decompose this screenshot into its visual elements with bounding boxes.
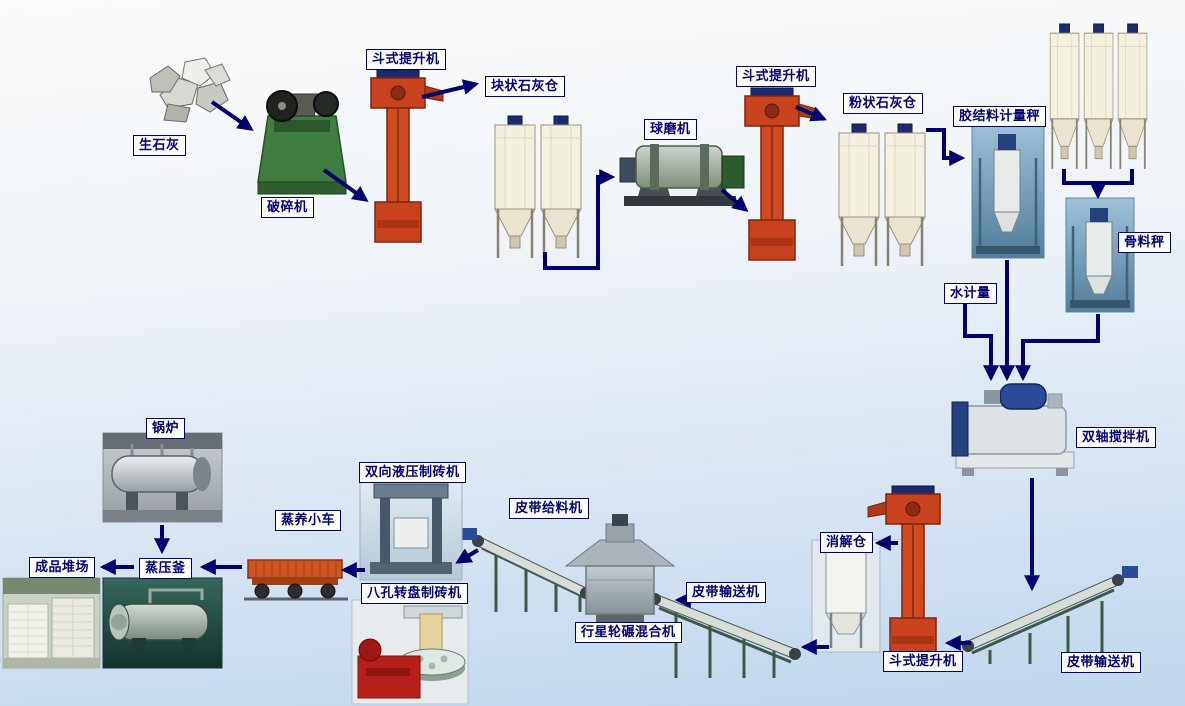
label-quicklime: 生石灰 — [133, 135, 186, 156]
label-double-shaft-mixer: 双轴搅拌机 — [1076, 427, 1156, 448]
digestion-silo-photo — [811, 539, 881, 653]
label-product-yard: 成品堆场 — [29, 557, 96, 578]
label-block-lime-silo: 块状石灰仓 — [485, 76, 565, 97]
arrow-water-to-mixer — [963, 303, 999, 382]
label-autoclave: 蒸压釜 — [139, 558, 192, 579]
label-belt-feeder: 皮带给料机 — [509, 498, 589, 519]
aggregate-silos — [1048, 22, 1149, 171]
aggregate-scale-photo — [1065, 197, 1135, 313]
label-aggregate-scale: 骨料秤 — [1118, 232, 1171, 253]
belt-conveyor-right-photo — [962, 566, 1138, 664]
binder-metering-scale-photo — [971, 121, 1045, 259]
double-shaft-mixer — [951, 383, 1075, 476]
autoclave-photo — [102, 577, 223, 669]
arrow-aggregate-scale-to-mixer — [1015, 314, 1100, 382]
jaw-crusher — [257, 90, 347, 195]
powder-lime-silos — [837, 122, 927, 268]
belt-feeder-photo — [461, 528, 592, 612]
quicklime-rocks — [149, 57, 231, 123]
product-yard-photo — [2, 577, 101, 669]
label-powder-lime-silo: 粉状石灰仓 — [843, 93, 923, 114]
planetary-mixer-photo — [564, 514, 676, 626]
label-ball-mill: 球磨机 — [644, 119, 697, 140]
rotary-brick-machine-photo — [351, 599, 469, 705]
curing-trolley-photo — [244, 559, 348, 601]
boiler-photo — [102, 432, 223, 523]
label-hydraulic-brick-machine: 双向液压制砖机 — [359, 462, 466, 483]
label-curing-trolley: 蒸养小车 — [275, 510, 342, 531]
label-bucket-elevator-1: 斗式提升机 — [366, 49, 446, 70]
label-digestion-silo: 消解仓 — [820, 532, 873, 553]
label-belt-conveyor-mid: 皮带输送机 — [686, 582, 766, 603]
arrow-block-silo-to-ballmill — [543, 169, 616, 270]
arrow-feeder-to-brick-machines — [455, 548, 480, 564]
arrow-elevator2-to-powder-silo — [795, 105, 827, 122]
arrow-quicklime-to-crusher — [210, 100, 254, 131]
label-crusher: 破碎机 — [261, 197, 314, 218]
label-binder-metering-scale: 胶结料计量秤 — [953, 106, 1047, 127]
arrow-powder-silo-to-binder-scale — [926, 128, 966, 166]
arrow-crusher-to-elevator1 — [322, 168, 369, 202]
label-boiler: 锅炉 — [146, 418, 186, 439]
bucket-elevator-2 — [744, 87, 818, 261]
connector-aggregate-silos — [1062, 169, 1134, 185]
block-lime-silos — [493, 114, 583, 260]
arrow-elevator1-to-block-silo — [421, 79, 480, 99]
label-belt-conveyor-right: 皮带输送机 — [1061, 652, 1141, 673]
label-rotary-brick-machine: 八孔转盘制砖机 — [361, 583, 468, 604]
label-water-metering: 水计量 — [944, 283, 997, 304]
label-bucket-elevator-3: 斗式提升机 — [883, 651, 963, 672]
label-planetary-mixer: 行星轮碾混合机 — [575, 622, 682, 643]
hydraulic-brick-machine-photo — [359, 475, 463, 581]
belt-conveyor-mid-photo — [637, 585, 801, 678]
ball-mill — [619, 144, 745, 206]
arrow-ballmill-to-elevator2 — [720, 188, 749, 213]
label-bucket-elevator-2: 斗式提升机 — [736, 66, 816, 87]
